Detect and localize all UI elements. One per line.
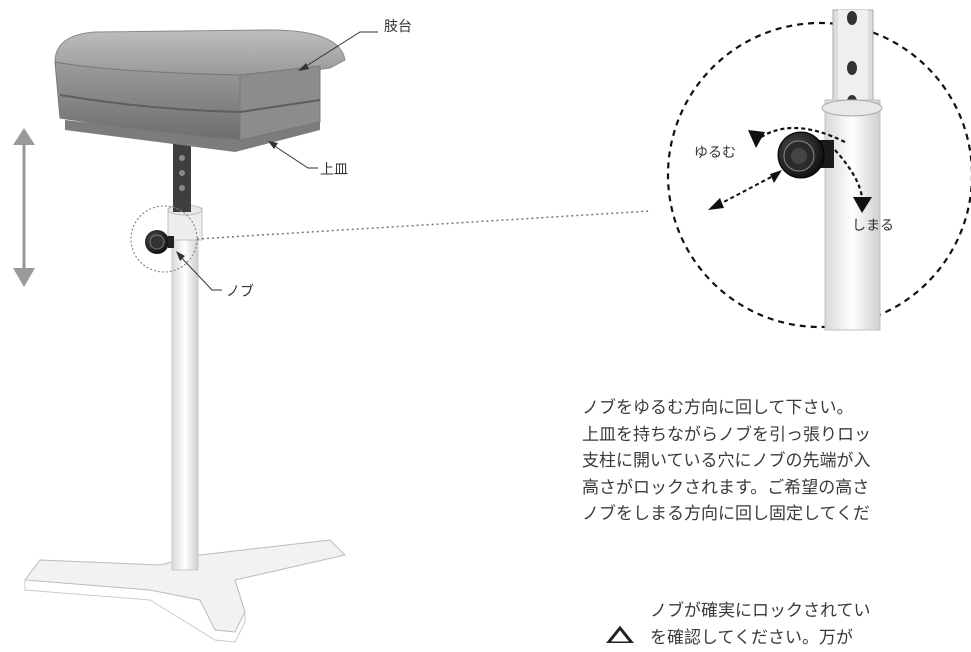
leader-upper-plate xyxy=(269,142,318,169)
knob-small xyxy=(145,230,174,254)
label-tighten: しまる xyxy=(852,218,894,234)
tighten-arrow xyxy=(834,149,864,199)
loosen-arrow xyxy=(756,126,846,143)
instruction-line: 上皿を持ちながらノブを引っ張りロッ xyxy=(582,424,871,445)
warning-note: ノブが確実にロックされてい を確認してください。万が xyxy=(650,598,871,652)
knob-large xyxy=(777,131,834,179)
instruction-line: ノブをしまる方向に回し固定してくだ xyxy=(582,504,870,524)
instruction-line: ノブをゆるむ方向に回して下さい。 xyxy=(582,398,854,418)
leader-armrest xyxy=(299,31,378,71)
vertical-double-arrow-icon xyxy=(13,128,35,287)
instructions: ノブをゆるむ方向に回して下さい。 上皿を持ちながらノブを引っ張りロッ 支柱に開い… xyxy=(582,395,971,528)
leader-knob xyxy=(177,253,222,291)
support-pole xyxy=(171,234,199,571)
armrest-cushion xyxy=(54,29,346,141)
warning-line: ノブが確実にロックされてい xyxy=(650,601,871,621)
stand-base xyxy=(24,539,346,643)
instruction-line: 高さがロックされます。ご希望の高さ xyxy=(582,477,870,498)
instruction-line: 支柱に開いている穴にノブの先端が入 xyxy=(582,451,871,471)
warning-triangle-icon xyxy=(606,625,634,643)
label-armrest: 肢台 xyxy=(384,19,412,35)
label-upper-plate: 上皿 xyxy=(320,162,348,178)
pull-arrow xyxy=(717,174,776,206)
label-loosen: ゆるむ xyxy=(694,145,736,161)
label-knob: ノブ xyxy=(226,284,254,300)
warning-line: を確認してください。万が xyxy=(650,628,853,648)
detail-view xyxy=(666,9,971,331)
detail-connector xyxy=(196,210,651,240)
